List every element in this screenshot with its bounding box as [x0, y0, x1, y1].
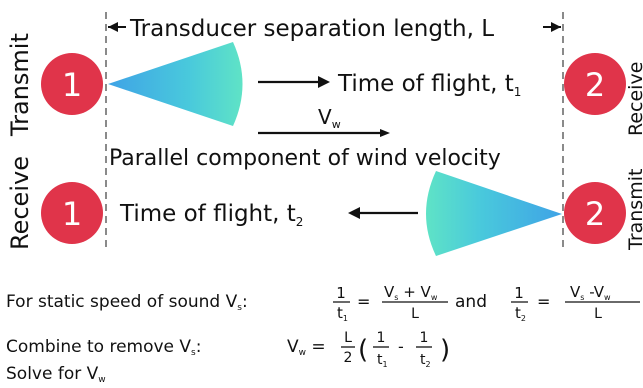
- combine-equation: Combine to remove Vs: Vw = L 2 ( 1 t1 - …: [6, 330, 450, 369]
- transducer-2-top: 2: [564, 53, 626, 115]
- svg-text:1: 1: [62, 66, 82, 104]
- wind-symbol: Vw: [318, 105, 341, 131]
- right-transmit-label: Transmit: [625, 169, 643, 251]
- tof2-arrow: [348, 207, 418, 219]
- eq1-equals: =: [357, 292, 370, 311]
- combine-frac-denominator: 2: [344, 350, 353, 366]
- tof1-arrow: [258, 76, 330, 88]
- separation-length-arrow: [108, 22, 561, 32]
- static-speed-prefix: For static speed of sound Vs:: [6, 292, 248, 313]
- eq2-rhs-denominator: L: [594, 306, 602, 322]
- combine-open-paren: (: [358, 335, 368, 365]
- combine-frac-numerator: L: [344, 330, 352, 346]
- eq2-rhs-numerator: Vs -Vw: [570, 283, 611, 302]
- svg-text:2: 2: [585, 66, 605, 104]
- transducer-1-top: 1: [41, 53, 103, 115]
- left-transmit-label: Transmit: [6, 33, 34, 137]
- static-speed-equation: For static speed of sound Vs: 1 t1 = Vs …: [6, 283, 640, 323]
- combine-lhs: Vw =: [287, 337, 326, 358]
- wind-arrow: [258, 129, 390, 137]
- svg-text:2: 2: [585, 195, 605, 233]
- transducer-2-bottom: 2: [564, 182, 626, 244]
- tof2-label: Time of flight, t2: [119, 201, 303, 229]
- svg-text:1: 1: [62, 195, 82, 233]
- combine-t2-numerator: 1: [420, 330, 429, 346]
- tof1-label: Time of flight, t1: [337, 71, 521, 99]
- eq1-rhs-denominator: L: [411, 306, 419, 322]
- transducer-1-bottom: 1: [41, 182, 103, 244]
- eq1-rhs-numerator: Vs + Vw: [384, 283, 438, 302]
- eq1-denominator: t1: [337, 304, 348, 323]
- top-beam-cone: [108, 42, 243, 126]
- separation-length-label: Transducer separation length, L: [129, 16, 494, 42]
- eq2-equals: =: [537, 292, 550, 311]
- combine-t2-denominator: t2: [420, 352, 431, 369]
- eq1-numerator: 1: [336, 284, 346, 302]
- right-receive-label: Receive: [625, 62, 643, 136]
- eq2-denominator: t2: [515, 304, 526, 323]
- equation-and: and: [455, 292, 487, 312]
- left-receive-label: Receive: [6, 156, 34, 250]
- wind-label: Parallel component of wind velocity: [109, 146, 501, 171]
- combine-t1-denominator: t1: [377, 352, 388, 369]
- bottom-beam-cone: [426, 171, 562, 256]
- combine-minus: -: [398, 337, 404, 356]
- solve-for-label: Solve for Vw: [6, 364, 106, 385]
- combine-close-paren: ): [440, 335, 450, 365]
- eq2-numerator: 1: [514, 284, 524, 302]
- combine-t1-numerator: 1: [377, 330, 386, 346]
- combine-prefix: Combine to remove Vs:: [6, 337, 201, 358]
